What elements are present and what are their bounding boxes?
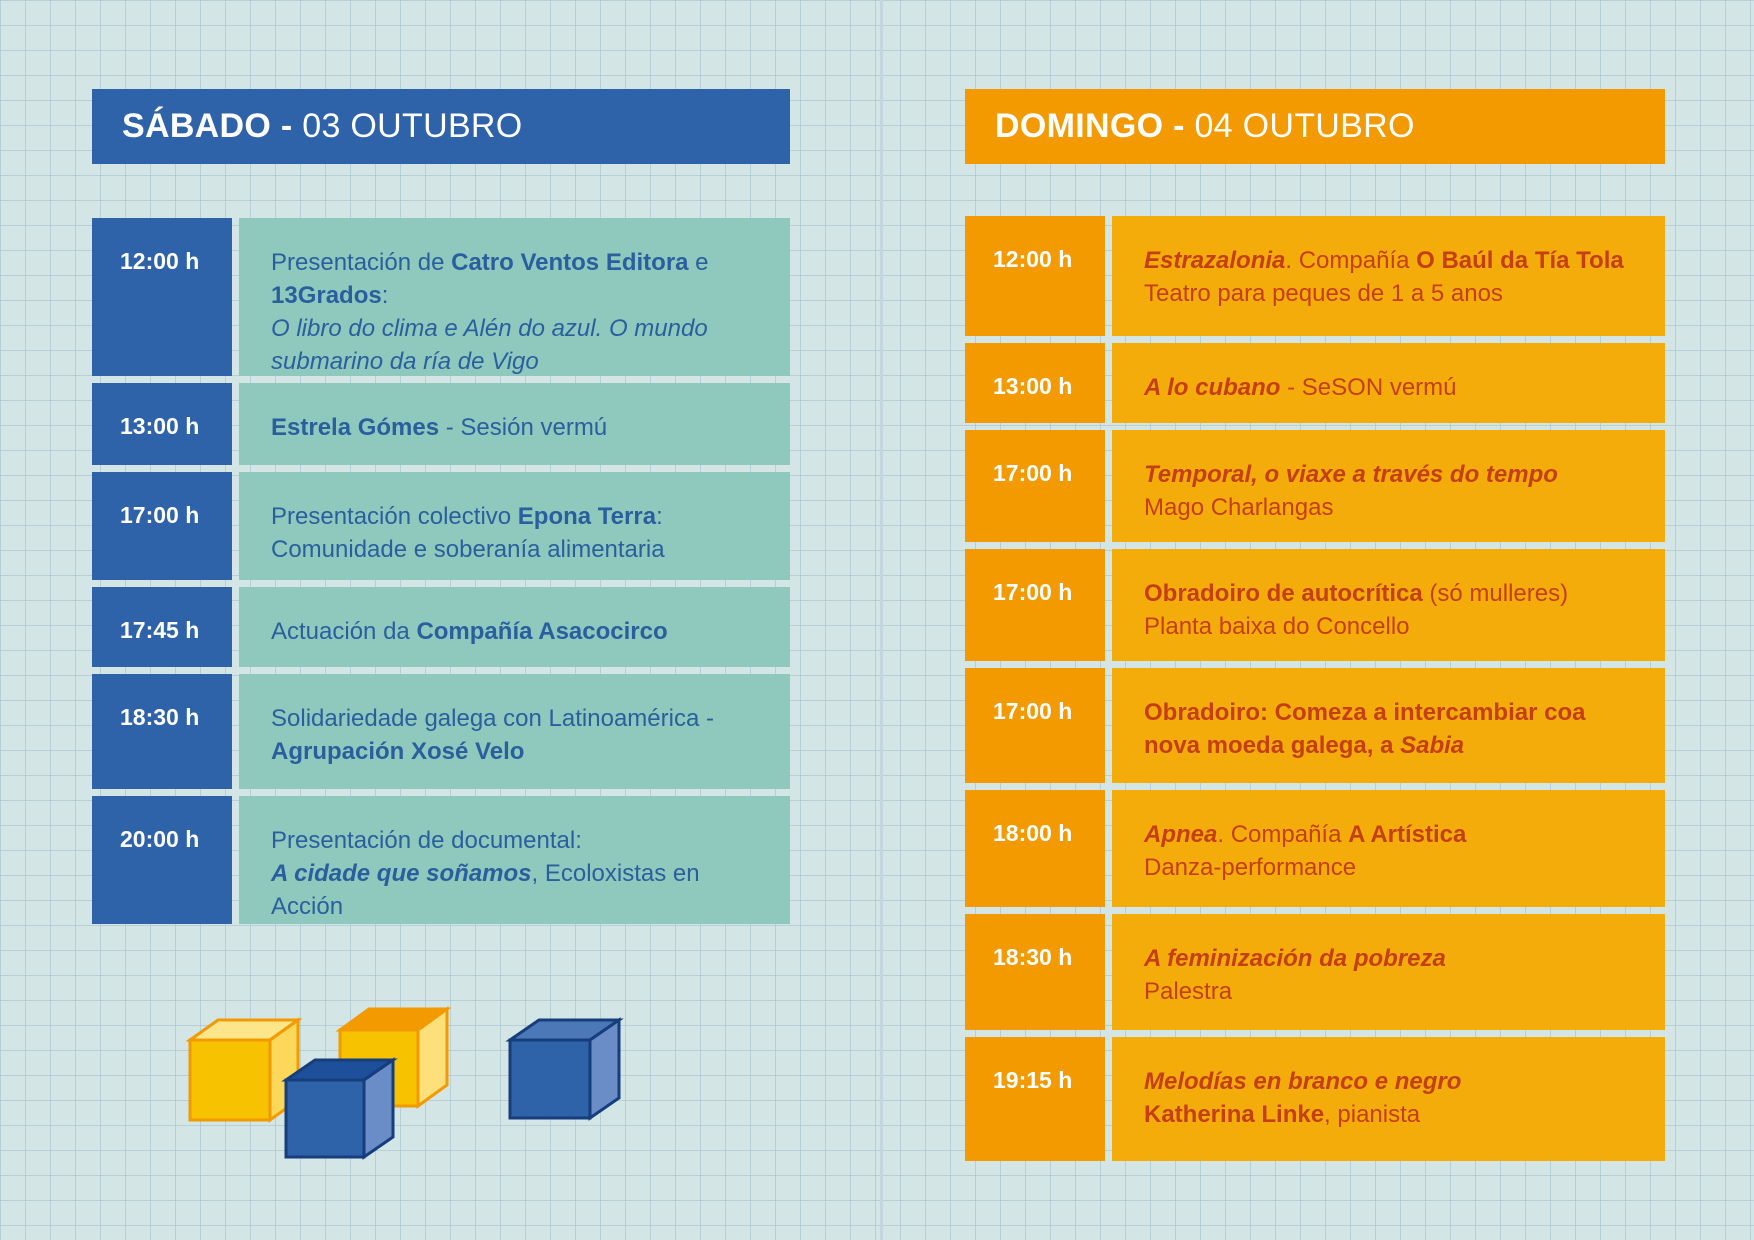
blue-cube-front-icon (281, 1057, 398, 1160)
event-text-fragment: Sabia (1400, 732, 1465, 759)
event-text-fragment: Presentación colectivo (271, 503, 518, 530)
event-text-fragment: A lo cubano (1144, 374, 1281, 401)
yellow-cube-icon (185, 1017, 303, 1123)
event-text-fragment: Actuación da (271, 618, 417, 645)
event-description: A lo cubano - SeSON vermú (1112, 343, 1665, 423)
saturday-event-row: 20:00 h Presentación de documental: A cida… (92, 796, 790, 924)
event-description: Obradoiro: Comeza a intercambiar coa nov… (1112, 668, 1665, 783)
event-text-fragment: A Artística (1348, 821, 1467, 848)
event-text-fragment: , pianista (1324, 1101, 1421, 1128)
sunday-date: 04 OUTUBRO (1194, 107, 1415, 145)
page-fold (880, 0, 883, 1240)
event-time: 20:00 h (92, 796, 232, 924)
event-time: 17:00 h (965, 430, 1105, 542)
event-text-fragment: Epona Terra (517, 503, 657, 530)
event-text-fragment: 13Grados (271, 282, 382, 309)
event-text-fragment: Estrela Gómes (271, 414, 440, 441)
event-description: Obradoiro de autocrítica (só mulleres) Pl… (1112, 549, 1665, 661)
event-time: 17:00 h (92, 472, 232, 580)
event-text-fragment: O libro do clima e Alén do azul. O mundo… (271, 315, 708, 375)
event-text-fragment: Estrazalonia (1144, 247, 1286, 274)
event-time: 13:00 h (965, 343, 1105, 423)
sunday-event-row: 17:00 h Obradoiro: Comeza a intercambiar … (965, 668, 1665, 783)
event-text-fragment: Obradoiro de autocrítica (1144, 580, 1423, 607)
event-text-fragment: Agrupación Xosé Velo (271, 738, 525, 765)
event-time: 12:00 h (965, 216, 1105, 336)
event-time: 17:00 h (965, 668, 1105, 783)
event-description: Presentación colectivo Epona Terra: Comun… (239, 472, 790, 580)
event-text-fragment: Katherina Linke (1144, 1101, 1325, 1128)
event-text-fragment: . Compañía (1217, 821, 1349, 848)
event-text-fragment: Melodías en branco e negro (1144, 1068, 1462, 1095)
event-text-fragment: Danza-performance (1144, 854, 1357, 881)
event-time: 18:30 h (92, 674, 232, 789)
event-text-fragment: Obradoiro: Comeza a intercambiar coa nov… (1144, 699, 1586, 759)
sunday-separator: - (1163, 107, 1195, 145)
event-text-fragment: A feminización da pobreza (1144, 945, 1446, 972)
event-text-fragment: Palestra (1144, 978, 1233, 1005)
event-text-fragment: Planta baixa do Concello (1144, 613, 1410, 640)
sunday-header: DOMINGO - 04 OUTUBRO (965, 89, 1665, 164)
event-text-fragment: : (656, 503, 663, 530)
saturday-separator: - (271, 107, 303, 145)
event-text-fragment: Catro Ventos Editora (451, 249, 689, 276)
event-text-fragment: - SeSON vermú (1280, 374, 1457, 401)
blue-cube-right-icon (505, 1017, 624, 1121)
event-description: Presentación de Catro Ventos Editora e 1… (239, 218, 790, 376)
event-text-fragment: Presentación de (271, 249, 452, 276)
sunday-day: DOMINGO (995, 107, 1164, 145)
event-time: 13:00 h (92, 383, 232, 465)
saturday-header: SÁBADO - 03 OUTUBRO (92, 89, 790, 164)
event-description: Presentación de documental: A cidade que … (239, 796, 790, 924)
event-text-fragment: A cidade que soñamos (271, 860, 532, 887)
event-description: Estrazalonia. Compañía O Baúl da Tía Tol… (1112, 216, 1665, 336)
event-text-fragment: , Ecoloxistas en Acción (271, 860, 700, 920)
event-time: 19:15 h (965, 1037, 1105, 1161)
event-description: Actuación da Compañía Asacocirco (239, 587, 790, 667)
event-description: Solidariedade galega con Latinoamérica -… (239, 674, 790, 789)
event-text-fragment: Teatro para peques de 1 a 5 anos (1144, 280, 1503, 307)
event-text-fragment: - Sesión vermú (439, 414, 608, 441)
event-text-fragment: (só mulleres) (1422, 580, 1569, 607)
event-time: 17:00 h (965, 549, 1105, 661)
event-text-fragment: Apnea (1144, 821, 1218, 848)
event-text-fragment: Mago Charlangas (1144, 494, 1334, 521)
event-text-fragment: Comunidade e soberanía alimentaria (271, 536, 665, 563)
event-text-fragment: Compañía Asacocirco (416, 618, 668, 645)
saturday-date: 03 OUTUBRO (302, 107, 523, 145)
saturday-day: SÁBADO (122, 107, 272, 145)
event-text-fragment: Temporal, o viaxe a través do tempo (1144, 461, 1558, 488)
event-text-fragment: : (381, 282, 389, 309)
event-text-fragment: . Compañía (1285, 247, 1417, 274)
event-text-fragment: e (688, 249, 709, 276)
event-time: 12:00 h (92, 218, 232, 376)
event-text-fragment: Solidariedade galega con Latinoamérica - (271, 705, 714, 732)
event-text-fragment: O Baúl da Tía Tola (1416, 247, 1624, 274)
event-time: 18:30 h (965, 914, 1105, 1030)
event-text-fragment: Presentación de documental: (271, 827, 582, 854)
event-description: Estrela Gómes - Sesión vermú (239, 383, 790, 465)
event-time: 18:00 h (965, 790, 1105, 907)
event-time: 17:45 h (92, 587, 232, 667)
